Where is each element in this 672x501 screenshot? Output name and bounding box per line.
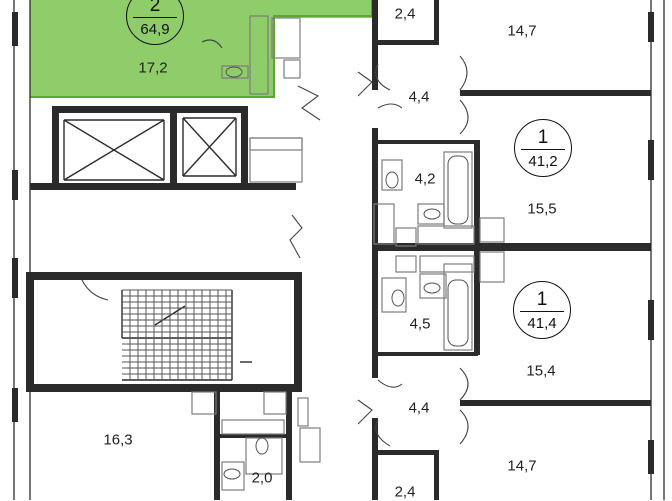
sink-upper [423,208,441,220]
room-area-bath-upper: 4,2 [414,170,436,188]
room-area-hall-upper: 4,4 [408,88,430,106]
apartment-badge-upper[interactable]: 1 41,2 [514,119,572,177]
apartment-rooms-lower: 1 [536,288,548,310]
toilet-lower [391,289,405,307]
light-partitions [191,15,505,491]
bathtub-upper [447,155,469,225]
apartment-ring-upper: 1 41,2 [514,119,572,177]
apartment-rooms-upper: 1 [537,126,549,148]
toilet-upper [385,171,399,189]
room-area-wc-bottom-left: 2,0 [251,469,273,487]
apartment-ring-lower: 1 41,4 [513,281,571,339]
sink-lower [423,282,441,294]
room-area-hall-bottom: 2,4 [394,483,416,501]
interior-walls [26,0,651,500]
selected-apartment-ring: 2 64,9 [126,0,184,45]
badge-divider [520,310,564,312]
badge-divider [521,148,565,150]
selected-apartment-room-area: 17,2 [138,59,168,77]
bathtub-lower [447,279,469,347]
stair-treads [122,289,232,380]
apartment-area-lower: 41,4 [527,314,557,332]
room-area-bottom-right: 14,7 [507,457,537,475]
selected-apartment-rooms: 2 [149,0,161,16]
sanitary-fixtures [223,66,469,480]
sink-selected [225,66,243,78]
room-area-hall-lower: 4,4 [408,399,430,417]
toilet-bottom-left [255,437,269,455]
selected-apartment-total-area: 64,9 [140,20,170,38]
room-area-top-right: 14,7 [507,22,537,40]
room-area-bottom-left: 16,3 [103,431,133,449]
selected-apartment-area[interactable] [30,0,373,98]
room-area-room-upper: 15,5 [527,200,557,218]
sink-bottom-left [223,468,241,480]
badge-divider [133,16,177,18]
room-area-bath-lower: 4,5 [409,315,431,333]
apartment-badge-lower[interactable]: 1 41,4 [513,281,571,339]
window-marks [12,12,654,474]
room-area-room-lower: 15,4 [526,362,556,380]
door-swings [81,39,469,447]
room-area-hall-top: 2,4 [394,5,416,23]
selected-apartment-corridor-fill[interactable] [240,0,372,18]
apartment-area-upper: 41,2 [528,152,558,170]
partition-walls [63,117,252,381]
selected-apartment-badge[interactable]: 2 64,9 [126,0,184,45]
